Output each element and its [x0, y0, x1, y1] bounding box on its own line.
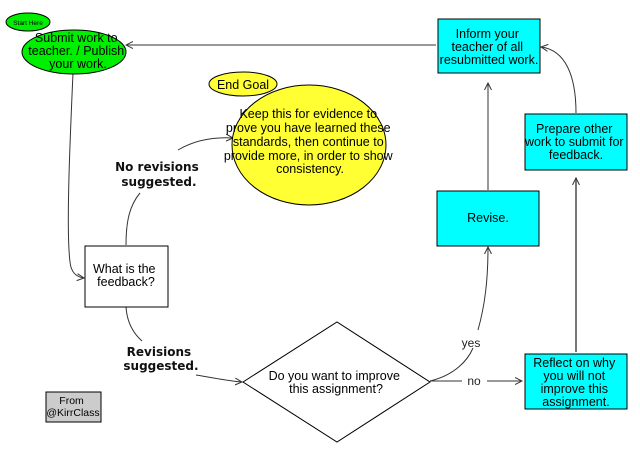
node-prepare-other-work: Prepare other work to submit for feedbac…: [524, 113, 628, 171]
label-revisions: Revisions suggested.: [123, 345, 198, 373]
label-yes: yes: [462, 336, 481, 350]
svg-text:Do you want to improve t: Do you want to improve this assignment?: [269, 369, 404, 396]
svg-text:Revise.: Revise.: [467, 211, 509, 225]
node-submit-work: Submit work to teacher. / Publish your w…: [21, 29, 127, 75]
svg-text:Keep this for evidence to: Keep this for evidence to prove you have…: [224, 107, 396, 176]
node-inform-teacher: Inform your teacher of all resubmitted w…: [437, 18, 541, 74]
node-reflect: Reflect on why you will not improve this…: [524, 353, 628, 410]
edge-feedback-to-revisions: [125, 306, 143, 342]
svg-text:Prepare other work to su: Prepare other work to submit for feedbac…: [524, 122, 627, 162]
edge-revisions-to-decision: [195, 374, 242, 382]
start-here-tag: Start Here: [5, 12, 51, 32]
edge-submit-to-feedback: [67, 72, 84, 278]
label-no-revisions: No revisions suggested.: [115, 160, 203, 189]
edge-no-revisions-to-keep: [177, 138, 233, 151]
svg-text:Inform your teacher of a: Inform your teacher of all resubmitted w…: [440, 27, 539, 67]
node-submit-text: Submit work to teacher. / Publish your w…: [28, 31, 127, 71]
svg-text:Start Here: Start Here: [13, 20, 43, 27]
edge-prepare-to-inform: [541, 47, 577, 114]
edge-decision-yes: [429, 347, 474, 382]
edge-yes-to-revise: [477, 247, 488, 331]
end-goal-tag: End Goal: [208, 71, 278, 97]
svg-text:Reflect on why you will: Reflect on why you will not improve this…: [533, 356, 618, 409]
node-revise: Revise.: [436, 190, 540, 247]
node-what-is-feedback: What is the feedback?: [84, 245, 169, 308]
svg-text:What is the feedback?: What is the feedback?: [93, 262, 159, 289]
node-keep-evidence: Keep this for evidence to prove you have…: [224, 84, 396, 206]
edge-feedback-to-no-revisions: [125, 192, 141, 246]
node-decision-improve: Do you want to improve this assignment?: [242, 321, 431, 443]
svg-text:End Goal: End Goal: [217, 78, 269, 92]
label-no: no: [467, 374, 481, 388]
credit-box: From @KirrClass: [45, 391, 102, 423]
svg-text:From @KirrClass: From @KirrClass: [46, 395, 99, 419]
